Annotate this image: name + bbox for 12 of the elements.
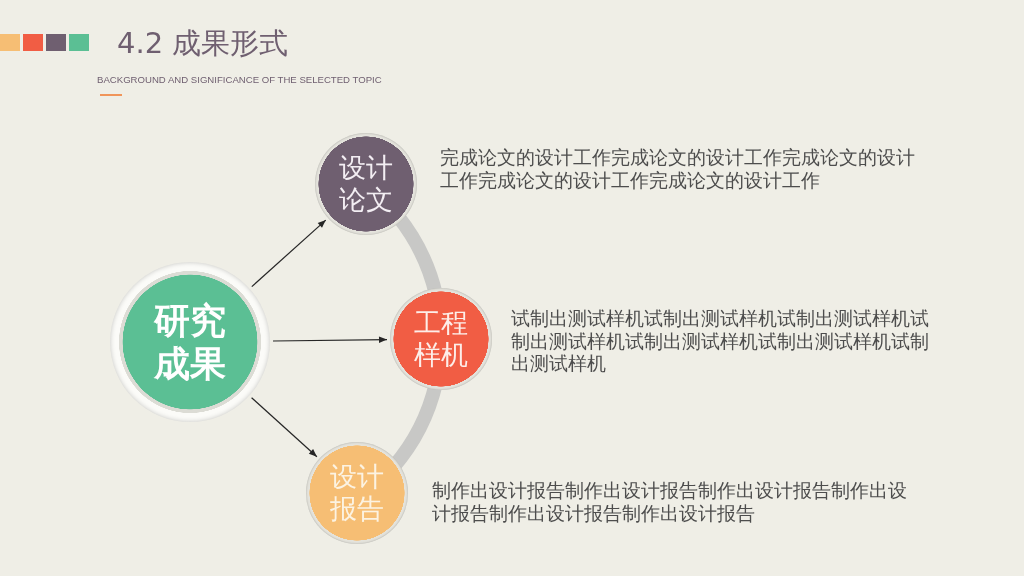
description-text: 完成论文的设计工作完成论文的设计工作完成论文的设计工作完成论文的设计工作完成论文的设计工作 <box>440 146 916 192</box>
arrow <box>272 336 388 343</box>
arrow <box>251 219 327 288</box>
description-text: 试制出测试样机试制出测试样机试制出测试样机试制出测试样机试制出测试样机试制出测试样机试制出测试样机 <box>511 307 930 375</box>
circle-label: 设计报告 <box>329 460 385 526</box>
description-text: 制作出设计报告制作出设计报告制作出设计报告制作出设计报告制作出设计报告制作出设计报告 <box>432 479 908 525</box>
slide-title: 4.2 成果形式 <box>117 25 289 61</box>
circle-label: 设计论文 <box>338 151 394 217</box>
circle-label: 工程样机 <box>413 306 469 372</box>
subtitle-text: BACKGROUND AND SIGNIFICANCE OF THE SELECTED TOPIC <box>97 73 382 86</box>
circle-label: 研究成果 <box>153 298 227 386</box>
arrow <box>251 397 318 458</box>
